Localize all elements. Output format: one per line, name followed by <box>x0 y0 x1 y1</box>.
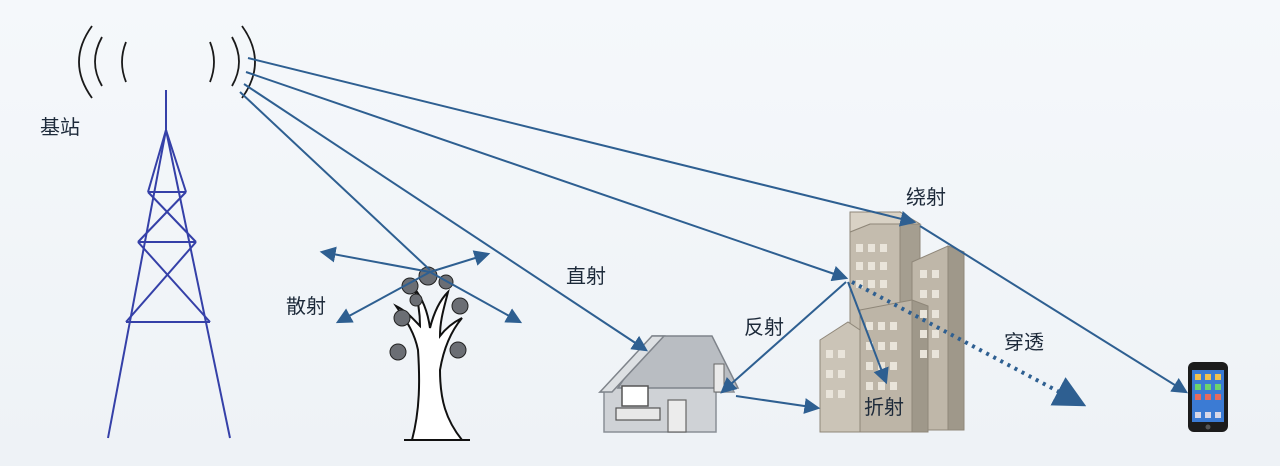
diffraction-path-in <box>247 57 917 227</box>
base-station-label: 基站 <box>40 115 80 139</box>
direct-label: 直射 <box>566 264 606 288</box>
penetration-path <box>851 280 1087 407</box>
tree-icon <box>389 266 470 441</box>
diffract-label: 绕射 <box>906 185 946 209</box>
cell-tower-icon <box>107 90 231 439</box>
scatter-ray-1 <box>319 246 431 273</box>
tree-incident-path <box>239 91 431 271</box>
scatter-label: 散射 <box>286 294 326 318</box>
reflection-path-in <box>720 281 847 394</box>
refraction-path <box>847 281 889 385</box>
reflection-path-out <box>735 395 821 414</box>
building-incident-path <box>245 71 849 282</box>
diffraction-path-out <box>919 225 1189 394</box>
reflect-label: 反射 <box>744 315 784 339</box>
scatter-ray-2 <box>429 250 491 273</box>
penetrate-label: 穿透 <box>1004 330 1044 354</box>
signal-wave-icon <box>78 25 256 99</box>
scatter-ray-4 <box>429 271 523 324</box>
direct-path <box>243 83 649 352</box>
house-icon <box>598 335 740 433</box>
signal-paths <box>239 57 1189 414</box>
smartphone-icon <box>1188 362 1228 432</box>
scatter-ray-3 <box>335 271 431 324</box>
refract-label: 折射 <box>864 395 904 419</box>
